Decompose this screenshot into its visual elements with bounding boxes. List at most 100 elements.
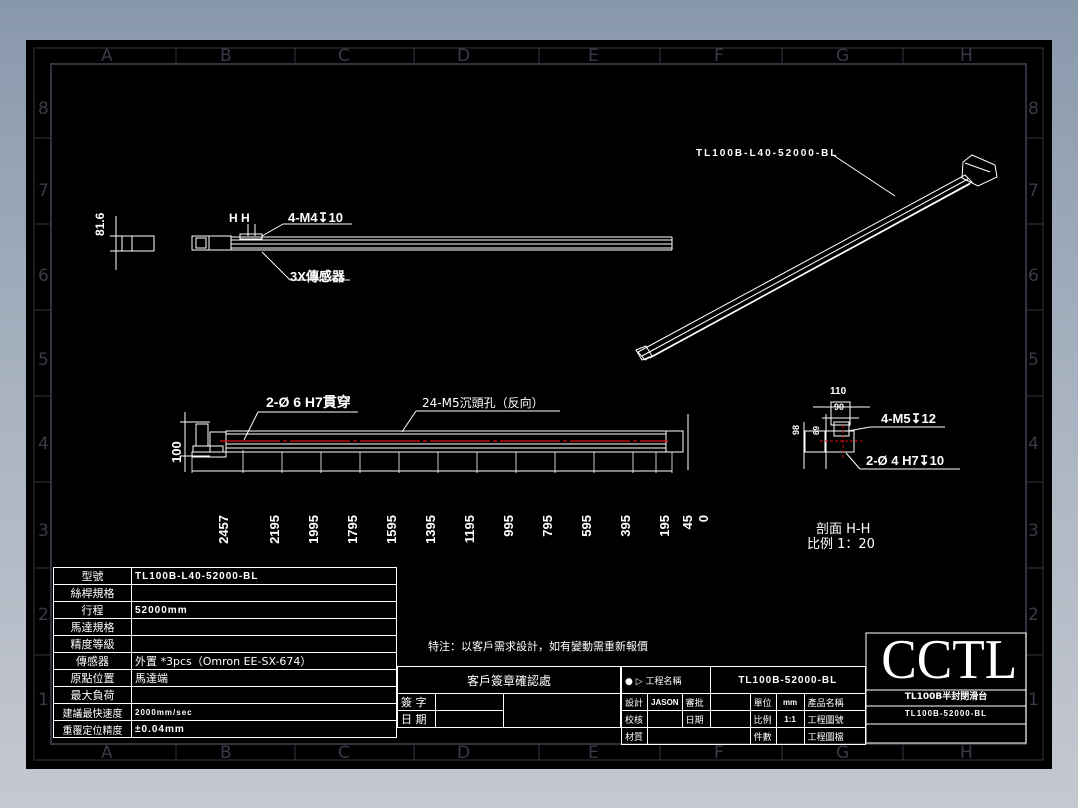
side-view [180, 410, 689, 473]
drawing-sheet: A B C D E F G H A B C D E F G H 8 7 6 5 … [26, 40, 1052, 769]
spec-value [131, 584, 397, 602]
drawing-no-value: TL100B-52000-BL [904, 709, 988, 718]
ordinate-label: 395 [618, 515, 633, 537]
project-name-label: 工程名稱 [645, 676, 682, 687]
callout-counterbore: 24-M5沉頭孔（反向） [422, 396, 544, 410]
customer-approval-block: 客戶簽章確認處 簽 字 日 期 [397, 666, 621, 728]
callout-pin-h7: 2-Ø 4 H7↧10 [866, 453, 945, 468]
zone-right-1: 1 [1028, 690, 1039, 710]
spec-label: 重覆定位精度 [53, 720, 132, 738]
drawing-file-label: 工程圖檔 [803, 727, 867, 745]
tb-date-label: 日期 [681, 710, 711, 728]
zone-left-5: 5 [38, 350, 49, 370]
spec-label: 最大負荷 [53, 686, 132, 704]
zone-left-8: 8 [38, 99, 49, 119]
ordinate-label: 2195 [267, 515, 282, 544]
project-name-value: TL100B-52000-BL [709, 666, 867, 694]
zone-right-6: 6 [1028, 266, 1039, 286]
zone-left-4: 4 [38, 434, 49, 454]
ordinate-label: 0 [696, 515, 711, 523]
zone-bottom-b: B [220, 743, 232, 763]
stamp-area [503, 693, 621, 728]
isometric-view [635, 154, 998, 361]
product-name-label: 產品名稱 [803, 693, 867, 711]
zone-top-g: G [836, 46, 850, 66]
top-view-height-dim: 81.6 [93, 212, 107, 236]
section-inner-height-dim: 69 [812, 426, 821, 435]
tb-date-value [709, 710, 751, 728]
spec-label: 絲桿規格 [53, 584, 132, 602]
spec-label: 原點位置 [53, 669, 132, 687]
date-label: 日 期 [397, 710, 436, 728]
spec-value: 2000mm/sec [131, 703, 397, 721]
sign-field[interactable] [435, 693, 504, 711]
approve-label: 審批 [681, 693, 711, 711]
designer-value: JASON [647, 693, 683, 711]
zone-bottom-d: D [457, 743, 471, 763]
spec-label: 行程 [53, 601, 132, 619]
spec-label: 型號 [53, 567, 132, 585]
zone-right-7: 7 [1028, 181, 1039, 201]
date-field[interactable] [435, 710, 504, 728]
spec-label: 傳感器 [53, 652, 132, 670]
zone-top-b: B [220, 46, 232, 66]
zone-top-h: H [960, 46, 973, 66]
zone-top-f: F [714, 46, 724, 66]
ordinate-label: 1795 [345, 515, 360, 544]
scale-label: 比例 [749, 710, 777, 728]
product-name-value: TL100B半封閉滑台 [904, 692, 988, 702]
zone-left-2: 2 [38, 605, 49, 625]
first-angle-projection-icon: ● ▷ [625, 676, 643, 687]
qty-value [775, 727, 805, 745]
scale-value: 1:1 [775, 710, 805, 728]
check-value [647, 710, 683, 728]
ordinate-label: 1195 [462, 515, 477, 544]
section-scale: 比例 1：20 [807, 537, 875, 552]
zone-bottom-e: E [588, 743, 599, 763]
spec-row: 重覆定位精度±0.04mm [53, 720, 397, 738]
callout-m4-holes: 4-M4↧10 [288, 210, 343, 225]
spec-value: TL100B-L40-52000-BL [131, 567, 397, 585]
side-view-height-dim: 100 [169, 441, 184, 463]
inner-border [50, 63, 1027, 745]
qty-label: 件數 [749, 727, 777, 745]
check-label: 校核 [621, 710, 648, 728]
unit-label: 單位 [749, 693, 777, 711]
zone-right-8: 8 [1028, 99, 1039, 119]
spec-value [131, 618, 397, 636]
zone-top-e: E [588, 46, 599, 66]
spec-label: 馬達規格 [53, 618, 132, 636]
sign-label: 簽 字 [397, 693, 436, 711]
zone-top-d: D [457, 46, 471, 66]
zone-right-3: 3 [1028, 521, 1039, 541]
spec-value [131, 635, 397, 653]
company-logo: CCTL [881, 629, 1018, 691]
zone-bottom-a: A [101, 743, 113, 763]
customer-block-title: 客戶簽章確認處 [397, 666, 621, 694]
zone-frame [33, 47, 1044, 761]
section-height-dim: 98 [791, 424, 801, 435]
zone-right-2: 2 [1028, 605, 1039, 625]
ordinate-label: 1995 [306, 515, 321, 544]
zone-top-c: C [338, 46, 350, 66]
zone-bottom-g: G [836, 743, 850, 763]
spec-row: 精度等級 [53, 635, 397, 653]
design-note: 特注：以客戶需求設計，如有變動需重新報價 [428, 640, 648, 653]
ordinate-label: 2457 [216, 515, 231, 544]
spec-label: 精度等級 [53, 635, 132, 653]
callout-pin-holes: 2-Ø 6 H7貫穿 [266, 394, 351, 410]
ordinate-label: 995 [501, 515, 516, 537]
design-label: 設計 [621, 693, 648, 711]
spec-value [131, 686, 397, 704]
material-label: 材質 [621, 727, 648, 745]
section-title: 剖面 H-H [816, 522, 871, 537]
section-inner-width-dim: 90 [834, 402, 845, 412]
zone-bottom-h: H [960, 743, 973, 763]
zone-right-5: 5 [1028, 350, 1039, 370]
zone-top-a: A [101, 46, 113, 66]
spec-row: 最大負荷 [53, 686, 397, 704]
